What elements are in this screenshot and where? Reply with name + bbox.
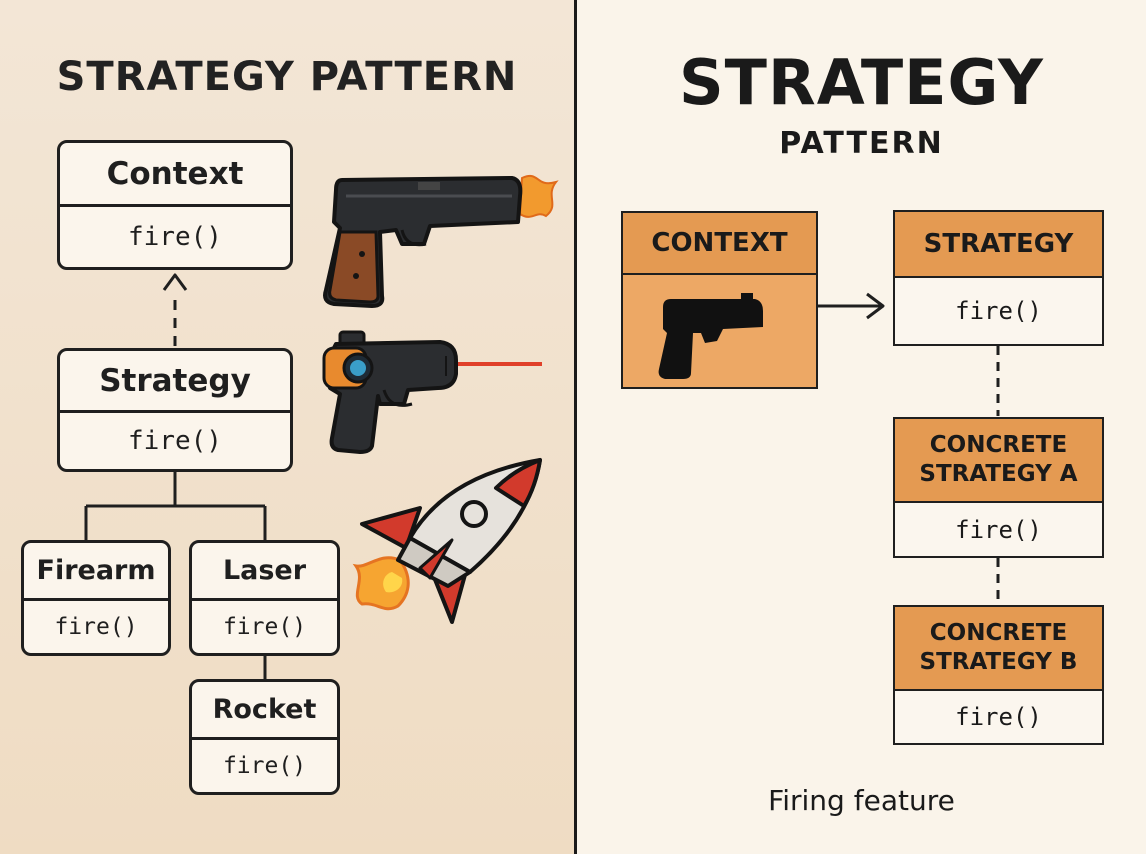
laser-fire-method: fire() bbox=[222, 614, 307, 640]
context-box-name: CONTEXT bbox=[623, 213, 816, 275]
context-box: CONTEXT bbox=[621, 211, 818, 389]
concrete-strategy-a-method: fire() bbox=[955, 515, 1042, 544]
pistol-icon bbox=[658, 293, 763, 379]
rocket-class-box: Rocket fire() bbox=[189, 679, 340, 795]
firearm-class-name: Firearm bbox=[24, 543, 168, 601]
firearm-fire-method: fire() bbox=[54, 614, 138, 640]
context-class-box: Context fire() bbox=[57, 140, 293, 270]
pistol-icon bbox=[323, 175, 559, 308]
concrete-strategy-b-method: fire() bbox=[955, 703, 1042, 731]
caption-firing-feature: Firing feature bbox=[768, 784, 955, 817]
left-connectors bbox=[162, 175, 559, 624]
strategy-box: STRATEGY fire() bbox=[893, 210, 1104, 346]
concrete-strategy-a-box: CONCRETE STRATEGY A fire() bbox=[893, 417, 1104, 558]
rocket-class-name: Rocket bbox=[192, 682, 337, 740]
panel-divider bbox=[574, 0, 577, 854]
strategy-fire-method: fire() bbox=[128, 426, 222, 456]
right-subtitle: PATTERN bbox=[779, 126, 944, 161]
right-connectors bbox=[818, 292, 1000, 604]
left-title: STRATEGY PATTERN bbox=[56, 54, 518, 100]
laser-gun-icon bbox=[322, 330, 542, 454]
concrete-strategy-b-box: CONCRETE STRATEGY B fire() bbox=[893, 605, 1104, 745]
strategy-class-name: Strategy bbox=[60, 351, 290, 413]
context-class-name: Context bbox=[60, 143, 290, 207]
left-panel: STRATEGY PATTERN bbox=[0, 0, 574, 854]
firearm-class-box: Firearm fire() bbox=[21, 540, 171, 656]
strategy-to-context-arrowhead bbox=[162, 273, 188, 291]
right-title: STRATEGY bbox=[679, 46, 1044, 119]
strategy-box-name: STRATEGY bbox=[895, 212, 1102, 278]
laser-class-box: Laser fire() bbox=[189, 540, 340, 656]
rocket-icon bbox=[352, 458, 542, 624]
rocket-fire-method: fire() bbox=[222, 753, 307, 779]
strategy-class-box: Strategy fire() bbox=[57, 348, 293, 472]
context-fire-method: fire() bbox=[128, 222, 222, 252]
laser-class-name: Laser bbox=[192, 543, 337, 601]
strategy-box-method: fire() bbox=[955, 297, 1042, 325]
right-panel: STRATEGY PATTERN CONTEXT STRATEGY fire()… bbox=[577, 0, 1146, 854]
context-to-strategy-arrowhead bbox=[866, 292, 885, 320]
concrete-strategy-a-name: CONCRETE STRATEGY A bbox=[895, 419, 1102, 503]
concrete-strategy-b-name: CONCRETE STRATEGY B bbox=[895, 607, 1102, 691]
